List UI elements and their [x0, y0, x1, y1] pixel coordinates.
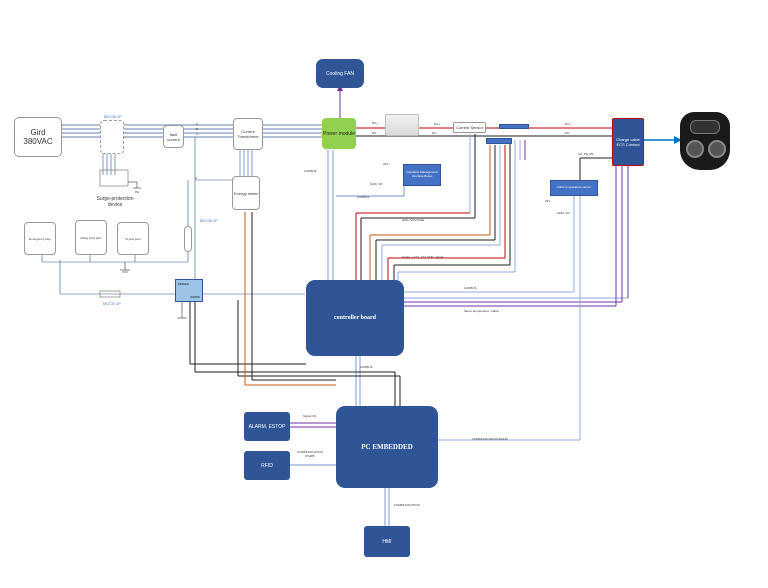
surge-line1: Surge-protection: [96, 196, 134, 202]
emergency-stop-box: Emergency stop: [24, 222, 56, 255]
gnd-b-label: GND_VD: [557, 211, 570, 215]
canbus-label-1: CANBUS: [304, 169, 317, 173]
current-sensor-box: Current Sensor: [453, 122, 486, 133]
contactor-image: [385, 114, 419, 136]
mccb-mid-label: MCCB 1P: [200, 218, 218, 223]
dc-minus-right: DC-: [565, 131, 571, 135]
shunt-top: [499, 124, 529, 129]
shunt-bottom: [486, 138, 512, 144]
phase-n: N: [195, 176, 198, 180]
mccb-top-label: MCCB 1P: [104, 114, 122, 119]
v24-b-label: 24V: [545, 199, 551, 203]
mccb-bottom-label: MCCB 1P: [103, 301, 121, 306]
psu-bottom: 24VDC: [190, 295, 200, 299]
pc-embedded-box: PC EMBEDDED: [336, 406, 438, 488]
power-module-box: Power module: [322, 118, 356, 149]
phase-c: C: [196, 132, 199, 136]
dc-minus-mid: DC-: [432, 131, 438, 135]
meter-drops: [187, 137, 253, 292]
controller-board-box: controller board: [306, 280, 404, 356]
comm-rs485-label: COMMUNICATION RS485: [297, 450, 323, 458]
psu-top: 220VAC: [178, 282, 189, 286]
rfid-box: RFID: [244, 451, 290, 480]
fault-current-box: fault current: [163, 125, 184, 148]
power-supply-unit: 220VAC 24VDC: [175, 279, 203, 302]
surge-protection-label: Surge-protection device: [92, 196, 138, 208]
signal-bundle-label: 4-wire, +12V, 12V, GND, signal: [402, 255, 444, 259]
charge-cable-line1: Charge cable: [616, 137, 640, 142]
grid-label: Gird: [30, 128, 46, 137]
hmi-box: HMI: [364, 526, 410, 557]
cooling-fan-box: Cooling FAN: [316, 59, 364, 88]
spd-ground-label: PE: [135, 190, 140, 194]
mccb-mid: [184, 226, 192, 252]
insulation-board-box: Insulation Management Interface Board: [403, 164, 441, 186]
aux-lines: [41, 252, 305, 319]
right-buses: [404, 157, 629, 441]
v24-a-label: 24V: [383, 162, 389, 166]
sensor-temp-label: Senor temperature, Cable: [464, 309, 499, 313]
cp-pe-label: CP_PE_PE: [578, 152, 594, 156]
ir-box: R plus joint: [117, 222, 149, 255]
grid-source-box: Gird 380VAC: [14, 117, 62, 157]
communication-label: COMMUNICATION: [394, 503, 420, 507]
dc-plus-right: DC+: [565, 122, 572, 126]
canbus-label-4: CANBUS: [360, 365, 373, 369]
phase-a: A: [196, 122, 199, 126]
relay-box: Relay King plan: [75, 220, 107, 255]
comm-rs485-line2: RS485: [305, 454, 315, 458]
phase-b: B: [196, 127, 199, 131]
signal-io-label: Signal I/O: [303, 414, 317, 418]
dc-plus-left: DC+: [372, 121, 379, 125]
gnd-a-label: GND_VD: [370, 182, 383, 186]
grid-voltage: 380VAC: [23, 137, 53, 146]
cable-temp-box: Cable temperature sensor: [550, 180, 598, 196]
high-voltage-label: HIGH VOLTAGE: [402, 218, 425, 222]
alarm-estop-box: ALARM, ESTOP: [244, 412, 290, 441]
ccs-connector-image: [680, 112, 730, 170]
control-wires: [355, 134, 526, 283]
canbus-label-2: CANBUS: [357, 195, 370, 199]
energy-meter-box: Energy meter: [232, 176, 260, 210]
dc-plus-mid: DC+: [434, 122, 441, 126]
left-wires: [189, 212, 401, 428]
charge-cable-line2: ECS Contact: [616, 142, 640, 147]
dc-minus-left: DC-: [372, 131, 378, 135]
comm-rs232-label: COMMUNICATION RS232: [472, 437, 508, 441]
charge-cable-box: Charge cable ECS Contact: [612, 118, 644, 166]
canbus-lines: [290, 150, 405, 526]
comm-rs485-line1: COMMUNICATION: [297, 450, 323, 454]
current-transformer-box: Current Transformer: [233, 118, 263, 150]
canbus-label-3: CANBUS: [464, 286, 477, 290]
surge-line2: device: [107, 202, 123, 208]
mccb-top: [100, 120, 124, 154]
